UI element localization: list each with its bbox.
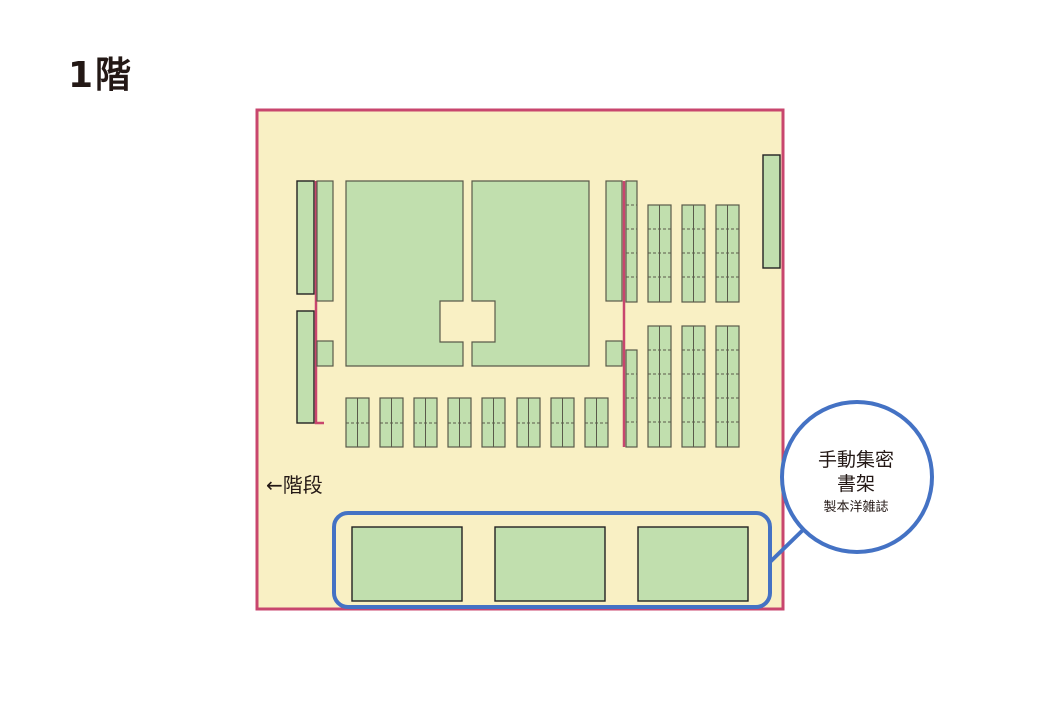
floor-title: 1階 <box>68 55 134 96</box>
shelf-narrow-top <box>625 180 638 303</box>
stairs-label: ←階段 <box>266 473 323 497</box>
shelf-left-2 <box>316 340 334 367</box>
callout-pointer <box>768 525 808 564</box>
compact-shelf-2 <box>494 526 606 602</box>
callout-bubble <box>780 400 934 554</box>
callout-line2: 書架 <box>837 473 875 495</box>
shelf-right-2 <box>605 340 623 367</box>
shelf-left-wall-2 <box>296 310 315 424</box>
reading-area-left <box>345 180 464 367</box>
partition-left <box>314 181 324 425</box>
shelf-left-wall-1 <box>296 180 315 295</box>
callout-line3: 製本洋雑誌 <box>823 499 888 515</box>
callout-line1: 手動集密 <box>818 449 894 471</box>
shelf-right-wall <box>762 154 781 269</box>
compact-shelf-1 <box>351 526 463 602</box>
shelf-right-1 <box>605 180 623 302</box>
shelf-left-1 <box>316 180 334 302</box>
compact-shelf-3 <box>637 526 749 602</box>
